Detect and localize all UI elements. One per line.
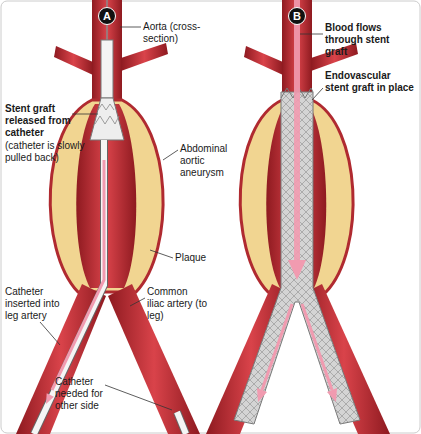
leader-line [300, 34, 323, 35]
blood-flow-arrow [262, 304, 292, 390]
panel-marker: A [98, 7, 116, 25]
callout-label: Aorta (cross-section) [143, 21, 223, 45]
leader-line [130, 298, 145, 306]
blood-flow-arrow [302, 304, 332, 390]
callout-label: Catheter inserted into leg artery [5, 286, 75, 322]
leader-line [312, 88, 323, 100]
blood-flow-arrow [294, 0, 300, 262]
catheter [177, 412, 186, 434]
callout-label: Stent graft released from catheter [5, 103, 75, 139]
leader-line [40, 322, 60, 345]
panel-letter: A [98, 7, 116, 25]
stent-struts [95, 104, 119, 124]
callout-label: Catheter needed for other side [55, 376, 110, 412]
callout-label: Blood flows through stent graft [325, 22, 405, 58]
panel-b [206, 0, 390, 434]
callout-label: Abdominal aortic aneurysm [180, 143, 232, 179]
callout-label: Endovascular stent graft in place [325, 70, 415, 94]
compressed-stent [101, 40, 113, 98]
panel-marker: B [288, 7, 306, 25]
expanding-stent [90, 98, 124, 140]
pullback-arrowhead [46, 393, 54, 404]
vessel-panel-b [206, 0, 390, 434]
marker-circle-shape [289, 8, 306, 25]
panel-letter: B [288, 7, 306, 25]
leader-line [105, 385, 172, 410]
vessel-panel-a [16, 0, 200, 434]
blood-flow-arrowhead [327, 388, 337, 402]
leader-line [150, 250, 173, 258]
leader-line [163, 150, 178, 160]
callout-label: Common iliac artery (to leg) [147, 286, 207, 322]
leader-line [72, 114, 98, 115]
marker-circle-shape [99, 8, 116, 25]
blood-flow-arrowhead [288, 260, 306, 280]
callout-label: Plaque [175, 252, 225, 264]
pullback-arrow [52, 160, 104, 390]
callout-label: (catheter is slowly pulled back) [5, 140, 97, 164]
blood-flow-arrowhead [257, 388, 267, 402]
catheter-outline [177, 412, 186, 434]
leader-line [120, 27, 141, 28]
